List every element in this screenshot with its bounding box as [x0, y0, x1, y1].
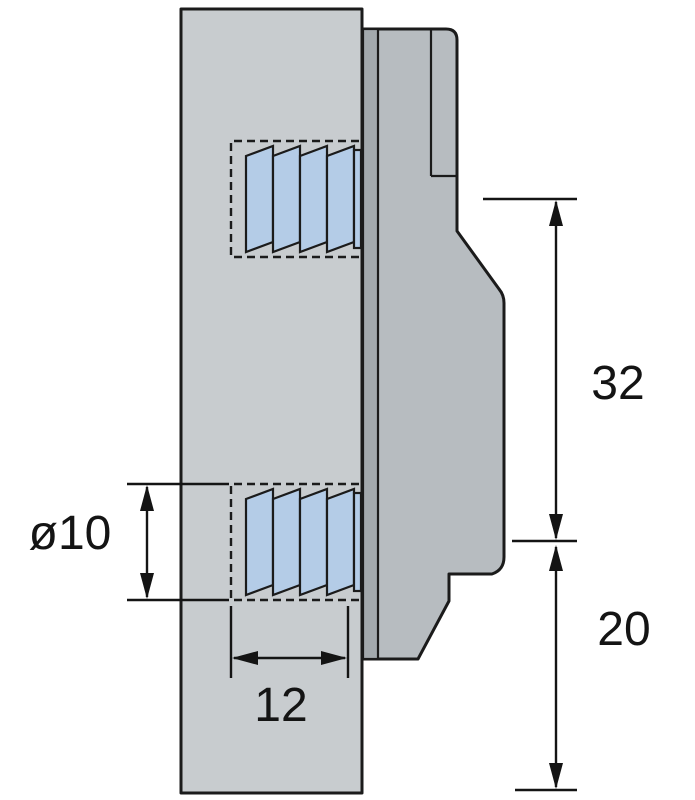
dowel-bottom: [229, 482, 363, 602]
panel-face: [179, 7, 364, 795]
arrowhead-down: [549, 763, 563, 789]
dim-bottom-distance: [515, 545, 577, 792]
dowel-rib: [325, 487, 356, 597]
dim-hole-spacing: [483, 197, 577, 543]
dim-dowel-depth: [229, 606, 350, 678]
dim-label-dowel-depth: 12: [254, 679, 308, 732]
plate-flange: [361, 27, 380, 661]
dowel-rib: [271, 144, 302, 254]
dim-hole-diameter: [127, 482, 229, 602]
dim-label-hole-diameter: ø10: [28, 507, 112, 560]
dowel-collar: [352, 491, 363, 593]
drill-hole-outline-bottom: [229, 482, 359, 602]
dowel-rib: [298, 487, 329, 597]
arrowhead-up: [549, 200, 563, 226]
dim-label-hole-spacing: 32: [591, 357, 645, 410]
panel: [179, 7, 364, 795]
plate-body: [361, 27, 506, 661]
dowel-rib: [271, 487, 302, 597]
dowel-rib: [298, 144, 329, 254]
arrowhead-up: [140, 485, 154, 511]
dowel-collar: [352, 148, 363, 250]
arrowhead-up: [549, 545, 563, 571]
arrowhead-right: [321, 651, 347, 665]
dowel-rib: [325, 144, 356, 254]
arrowhead-left: [232, 651, 258, 665]
dowel-top: [229, 139, 363, 259]
dim-label-bottom-distance: 20: [597, 603, 651, 656]
arrowhead-down: [140, 573, 154, 599]
arrowhead-down: [549, 514, 563, 540]
dowel-rib: [244, 144, 275, 254]
dowel-rib: [244, 487, 275, 597]
drill-hole-outline-top: [229, 139, 359, 259]
mounting-plate: [361, 27, 506, 661]
